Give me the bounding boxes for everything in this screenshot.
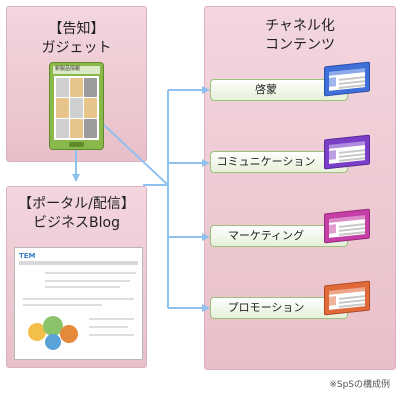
portal-graphic: [28, 316, 78, 350]
gadget-widget-image: 新製品情報: [49, 62, 104, 150]
portal-logo: TEM: [19, 252, 36, 260]
channel-item-promotion: プロモーション: [210, 297, 348, 319]
gadget-product-grid: [54, 76, 99, 140]
content-card-icon: [324, 208, 370, 244]
channel-item-label: プロモーション: [227, 301, 305, 314]
channel-item-marketing: マーケティング: [210, 225, 348, 247]
channel-item-label: マーケティング: [227, 229, 305, 242]
footnote: ※SpSの構成例: [329, 380, 390, 390]
channel-contents-title: チャネル化 コンテンツ: [265, 18, 335, 53]
content-card-icon: [324, 280, 370, 316]
gadget-header-text: 新製品情報: [55, 66, 81, 72]
channel-item-communication: コミュニケーション: [210, 151, 348, 173]
channel-item-label: 啓蒙: [255, 83, 277, 96]
business-blog-screenshot: TEM: [14, 247, 143, 360]
channel-item-label: コミュニケーション: [216, 155, 316, 168]
content-card-icon: [324, 134, 370, 170]
content-card-icon: [324, 61, 370, 97]
portal-panel-title: 【ポータル/配信】 ビジネスBlog: [18, 196, 135, 231]
gadget-panel-title: 【告知】 ガジェット: [41, 21, 112, 56]
channel-item-enlightenment: 啓蒙: [210, 79, 348, 101]
